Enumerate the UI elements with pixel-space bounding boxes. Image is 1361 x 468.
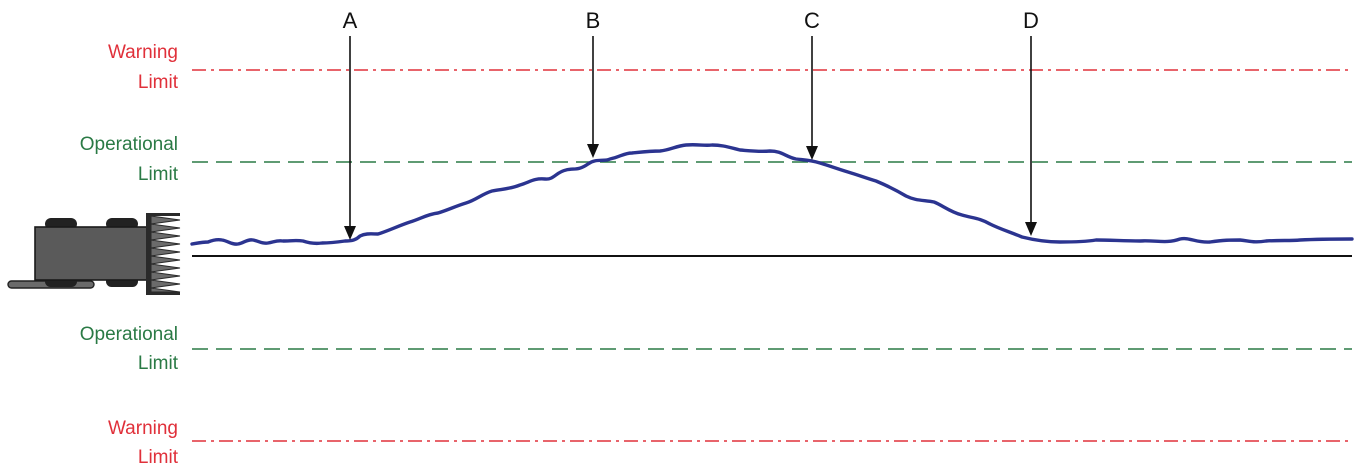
marker-d: D (1023, 8, 1039, 236)
marker-c-label: C (804, 8, 820, 33)
marker-d-label: D (1023, 8, 1039, 33)
machine-icon (7, 213, 181, 295)
warning-limit-lower-label-line1: Warning (108, 418, 178, 439)
warning-limit-upper-label-line1: Warning (108, 42, 178, 63)
warning-limit-upper-label-line2: Limit (138, 72, 179, 93)
operational-limit-lower-label-line1: Operational (80, 324, 178, 345)
operational-limit-upper-label-line2: Limit (138, 164, 179, 185)
marker-b: B (586, 8, 601, 158)
marker-c: C (804, 8, 820, 160)
measurement-trace (190, 143, 1354, 246)
marker-b-label: B (586, 8, 601, 33)
warning-limit-lower-label-line2: Limit (138, 447, 179, 468)
marker-a: A (343, 8, 358, 240)
operational-limit-lower-label-line2: Limit (138, 353, 179, 374)
operational-limit-upper-label-line1: Operational (80, 134, 178, 155)
marker-a-label: A (343, 8, 358, 33)
